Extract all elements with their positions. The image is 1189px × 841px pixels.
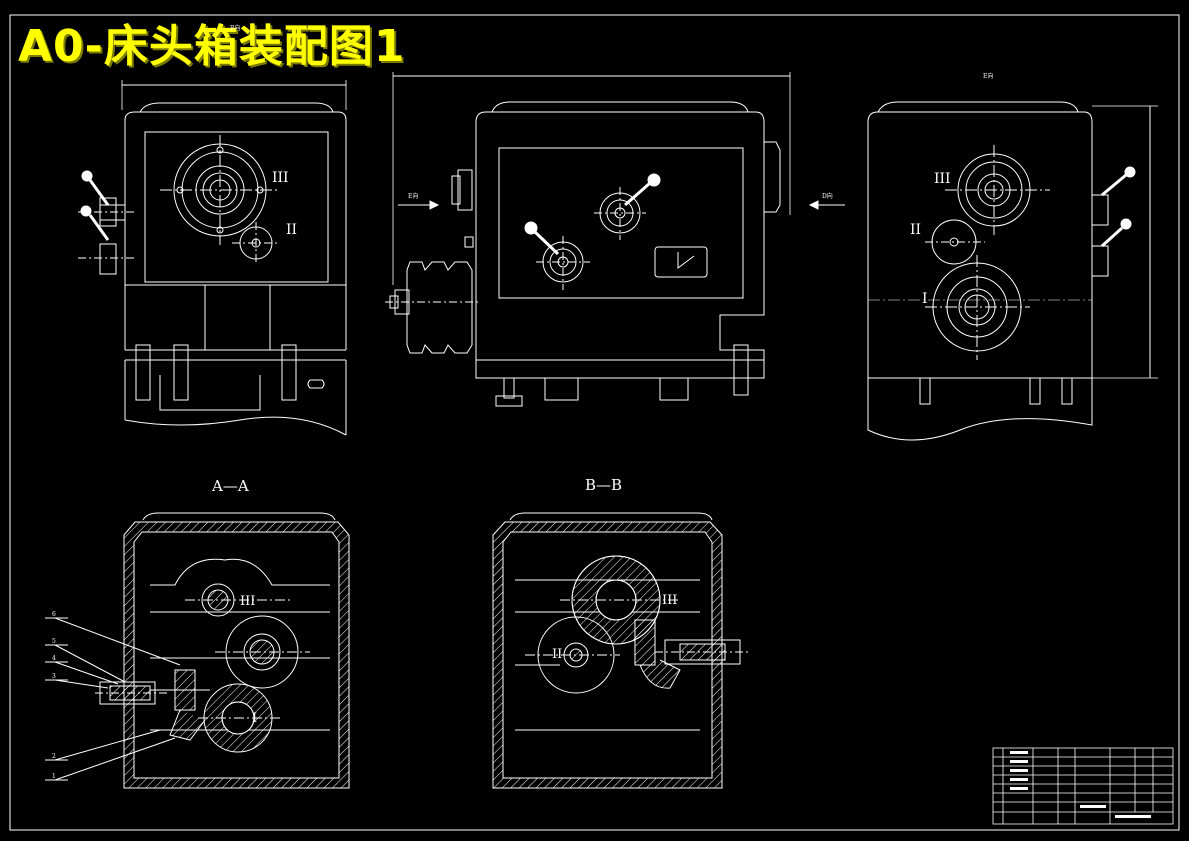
- section-aa-title: A—A: [211, 477, 249, 495]
- front-label-ii: II: [286, 222, 297, 238]
- leader-label: 3: [52, 673, 56, 680]
- front-view: [78, 80, 347, 436]
- middle-arrow-left-label: E向: [408, 192, 418, 200]
- section-aa-label-i: I: [252, 711, 257, 726]
- section-bb-title: B—B: [585, 476, 622, 494]
- right-dim-label: E向: [983, 72, 993, 80]
- front-label-iii: III: [272, 170, 289, 186]
- front-dim-label: B向: [230, 24, 240, 32]
- leader-label: 5: [52, 638, 56, 645]
- section-bb-label-iii: III: [662, 593, 677, 608]
- section-bb-label-ii: II: [552, 647, 562, 662]
- section-bb: [492, 512, 750, 789]
- right-label-ii: II: [910, 222, 921, 238]
- section-aa: [45, 512, 350, 789]
- middle-arrow-right-label: D向: [822, 192, 833, 200]
- leader-label: 6: [52, 611, 56, 618]
- drawing-title: A0-床头箱装配图1: [18, 21, 406, 72]
- title-block: [992, 747, 1174, 825]
- leader-label: 1: [52, 773, 56, 780]
- leader-label: 4: [52, 655, 56, 662]
- middle-view: [385, 72, 845, 407]
- right-label-iii: III: [934, 171, 951, 187]
- section-aa-label-iii: III: [240, 594, 255, 609]
- right-label-i: I: [922, 291, 928, 307]
- leader-label: 2: [52, 753, 56, 760]
- sheet-frame: [9, 14, 1180, 831]
- right-view: [867, 101, 1158, 441]
